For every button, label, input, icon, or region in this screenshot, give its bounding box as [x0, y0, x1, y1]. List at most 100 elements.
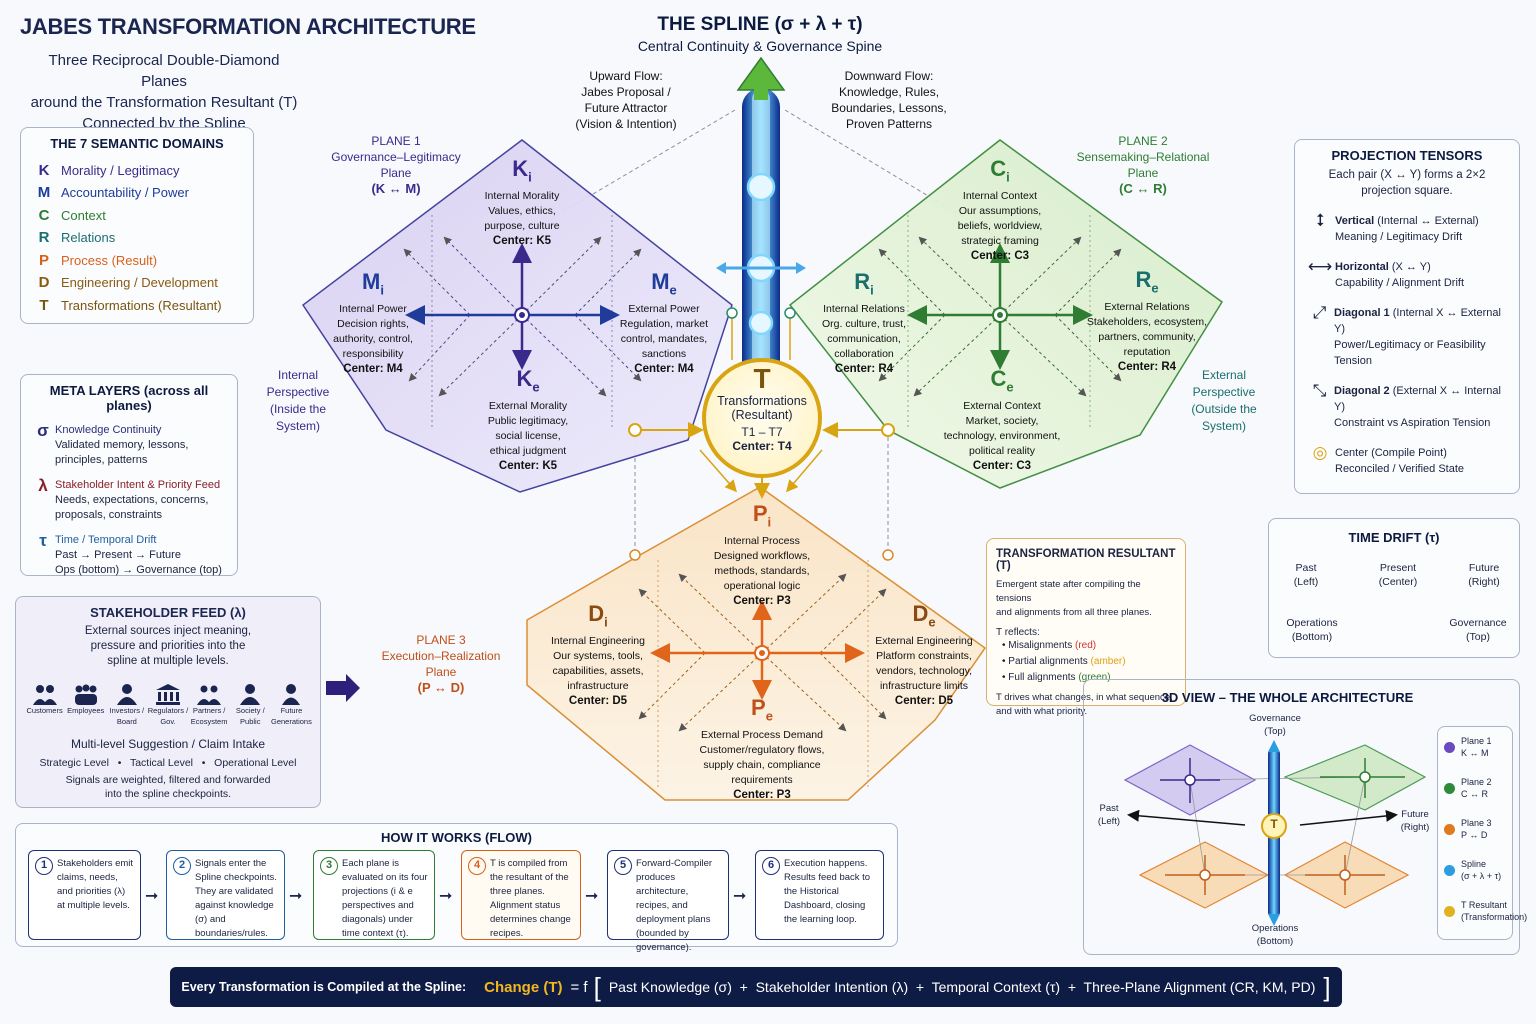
resultant-bullet-amber: • Partial alignments (amber): [1002, 656, 1126, 667]
node-line: supply chain, compliance: [703, 759, 821, 772]
tensor-line-2: Meaning / Legitimacy Drift: [1335, 231, 1463, 243]
feed-desc: External sources inject meaning, pressur…: [22, 624, 314, 669]
tensor-item: ⟷Horizontal (X ↔ Y)Capability / Alignmen…: [1305, 258, 1509, 291]
t-node-title: Transformations: [717, 394, 807, 408]
node-symbol-sub: i: [870, 282, 874, 298]
formula-body: Past Knowledge (σ) + Stakeholder Intenti…: [608, 979, 1316, 995]
step-number: 6: [762, 857, 780, 875]
tensor-line-2: Reconciled / Verified State: [1335, 463, 1465, 475]
upward-line: Future Attractor: [584, 101, 668, 115]
node-symbol-letter: R: [1135, 267, 1152, 292]
page-subtitle: Three Reciprocal Double-Diamond Planes a…: [24, 50, 304, 134]
stakeholder-label: Employees: [67, 706, 105, 715]
resultant-reflects: T reflects:: [996, 627, 1040, 638]
tensor-pair: (Internal ↔ External): [1374, 215, 1479, 227]
resultant-bullet-red: • Misalignments (red): [1002, 640, 1097, 651]
regulators-icon: [147, 677, 188, 705]
tensors-desc: Each pair (X ↔ Y) forms a 2×2 projection…: [1305, 167, 1509, 199]
legend-dot-icon: [1444, 864, 1455, 876]
time-past-label: Past(Left): [1286, 561, 1326, 589]
domain-symbol: C: [38, 206, 50, 224]
view3d-future-text: Future: [1401, 809, 1429, 820]
projection-tensors-panel: PROJECTION TENSORS Each pair (X ↔ Y) for…: [1294, 139, 1520, 494]
node-line: Internal Engineering: [551, 635, 645, 648]
node-symbol-letter: M: [651, 269, 670, 294]
tensor-line-1: Diagonal 1 (Internal X ↔ External Y): [1334, 305, 1509, 337]
tensor-item: ⭥Vertical (Internal ↔ External)Meaning /…: [1305, 212, 1509, 245]
upward-line: Jabes Proposal /: [581, 85, 671, 99]
view3d-ops-text: Operations: [1251, 923, 1299, 934]
node-symbol: Mi: [320, 270, 426, 302]
node-line: ethical judgment: [489, 445, 567, 458]
legend-item: Spline(σ + λ + τ): [1444, 858, 1506, 882]
node-symbol-sub: i: [604, 614, 608, 630]
perspective-line: External: [1201, 368, 1247, 382]
stakeholder-label: Investors /: [109, 706, 145, 715]
spline-subtitle: Central Continuity & Governance Spine: [637, 38, 883, 54]
stakeholder-label: Future: [280, 706, 303, 715]
node-center: Center: K5: [492, 235, 552, 248]
time-drift-title: TIME DRIFT (τ): [1348, 530, 1440, 545]
node-line: Designed workflows,: [713, 550, 811, 563]
plane3-name: Execution–Realization Plane: [381, 649, 501, 679]
node-line: Internal Morality: [484, 190, 560, 203]
resultant-desc-line: and alignments from all three planes.: [996, 607, 1152, 618]
node-line: Stakeholders, ecosystem,: [1086, 316, 1208, 329]
perspective-line: (Outside the: [1191, 402, 1257, 416]
time-future: Future: [1468, 562, 1500, 574]
node-line: Our systems, tools,: [553, 650, 643, 663]
node-line: Internal Power: [339, 303, 407, 316]
node-symbol-letter: K: [512, 156, 529, 181]
tensor-name: Horizontal: [1335, 261, 1389, 273]
step-text: Execution happens. Results feed back to …: [784, 858, 871, 925]
transformation-resultant-panel: TRANSFORMATION RESULTANT (T) Emergent st…: [986, 538, 1186, 717]
domain-label: Engineering / Development: [61, 275, 218, 291]
future-generations-icon: [271, 677, 312, 705]
resultant-title: TRANSFORMATION RESULTANT (T): [996, 548, 1176, 572]
partners-icon: [189, 677, 230, 705]
formula-bar: Every Transformation is Compiled at the …: [170, 967, 1342, 1007]
t-node-symbol: T: [753, 363, 771, 394]
node-line: Platform constraints,: [876, 650, 972, 663]
node-symbol-letter: D: [588, 601, 605, 626]
tensors-title: PROJECTION TENSORS: [1331, 148, 1483, 163]
step-number: 4: [468, 857, 486, 875]
plane3-pair: (P ↔ D): [417, 680, 465, 695]
node-line: infrastructure limits: [879, 680, 969, 693]
node-symbol-sub: i: [380, 282, 384, 298]
stakeholder-item: Employees: [65, 677, 106, 727]
tensor-line-2: Constraint vs Aspiration Tension: [1334, 417, 1491, 429]
step-text: Each plane is evaluated on its four proj…: [342, 858, 428, 939]
domain-symbol: R: [38, 229, 50, 247]
view3d-ops: Operations(Bottom): [1240, 922, 1310, 948]
arrow-right-icon: ➞: [289, 888, 303, 905]
node-center: Center: R4: [1117, 361, 1177, 374]
node-symbol: Ri: [808, 270, 920, 302]
view3d-t-symbol: T: [1270, 817, 1278, 831]
spline-title: THE SPLINE (σ + λ + τ): [657, 14, 863, 35]
node-line: Internal Relations: [823, 303, 905, 316]
time-ops-sub: (Bottom): [1291, 631, 1333, 643]
tensor-item: ⤡Diagonal 2 (External X ↔ Internal Y)Con…: [1305, 382, 1509, 431]
node-center: Center: C3: [972, 460, 1032, 473]
bullet-color-red: (red): [1074, 640, 1097, 651]
tensor-name: Diagonal 1: [1334, 307, 1390, 319]
plane2-label: PLANE 2 Sensemaking–Relational Plane (C …: [1063, 133, 1223, 197]
formula-bracket-open: [: [593, 971, 601, 1002]
